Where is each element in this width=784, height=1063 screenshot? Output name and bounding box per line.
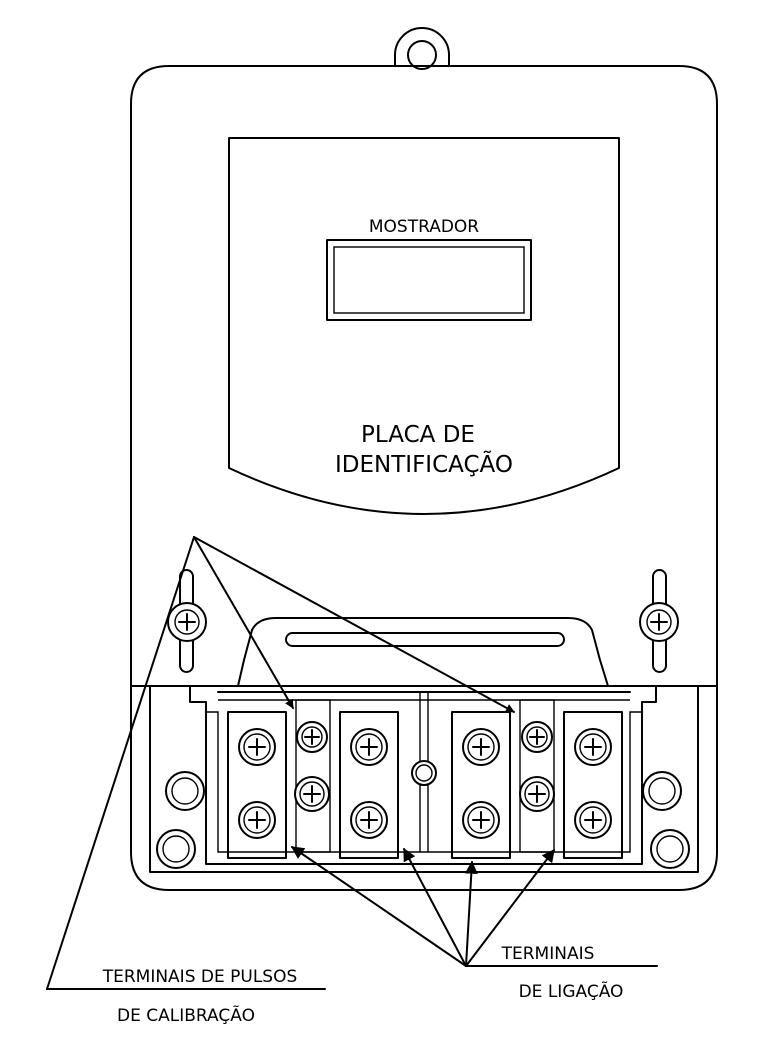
identification-plate [228, 137, 620, 515]
meter-housing [130, 65, 718, 891]
plate-label-line2: IDENTIFICAÇÃO [335, 450, 513, 478]
terminal-block [130, 685, 718, 873]
terminal-cover-tab [237, 617, 609, 687]
calibration-label-line2: DE CALIBRAÇÃO [117, 1004, 255, 1026]
connection-label-line2: DE LIGAÇÃO [519, 980, 624, 1002]
plate-label-line1: PLACA DE [361, 422, 475, 448]
connection-label-line1: TERMINAIS [501, 944, 595, 964]
hanging-loop [394, 27, 450, 70]
connection-leader-lines [290, 846, 658, 967]
connection-screws [238, 728, 612, 839]
display-window [326, 239, 532, 321]
calibration-screws [294, 721, 555, 812]
display-label: MOSTRADOR [369, 217, 479, 237]
right-mounting-slot [639, 569, 679, 673]
calibration-leader-lines [46, 536, 515, 990]
calibration-label-line1: TERMINAIS DE PULSOS [102, 967, 298, 987]
left-mounting-slot [167, 569, 207, 673]
